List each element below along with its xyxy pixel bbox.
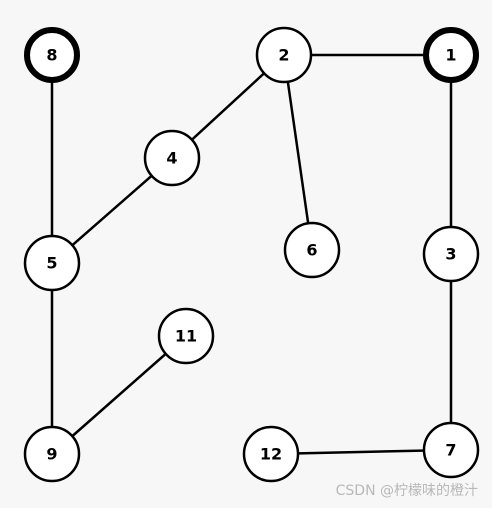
node-9: 9 <box>23 425 81 483</box>
node-circle-7 <box>422 421 480 479</box>
node-2: 2 <box>255 26 313 84</box>
node-label-9: 9 <box>46 445 57 464</box>
node-circle-5 <box>23 234 81 292</box>
node-circle-6 <box>283 221 341 279</box>
node-6: 6 <box>283 221 341 279</box>
node-label-7: 7 <box>445 441 456 460</box>
node-circle-12 <box>242 425 300 483</box>
node-label-8: 8 <box>46 46 57 65</box>
node-circle-3 <box>422 225 480 283</box>
node-label-12: 12 <box>260 445 282 464</box>
node-4: 4 <box>143 129 201 187</box>
watermark-text: CSDN @柠檬味的橙汁 <box>335 483 478 499</box>
node-12: 12 <box>242 425 300 483</box>
node-label-3: 3 <box>445 245 456 264</box>
node-label-1: 1 <box>445 46 456 65</box>
edge-7-12 <box>270 448 452 456</box>
node-1: 1 <box>423 27 479 83</box>
node-11: 11 <box>157 307 215 365</box>
node-circle-2 <box>255 26 313 84</box>
node-label-11: 11 <box>175 327 197 346</box>
node-circle-11 <box>157 307 215 365</box>
edges-layer <box>50 53 453 456</box>
node-3: 3 <box>422 225 480 283</box>
node-7: 7 <box>422 421 480 479</box>
node-label-4: 4 <box>166 149 177 168</box>
node-circle-9 <box>23 425 81 483</box>
node-8: 8 <box>24 27 80 83</box>
node-circle-8 <box>24 27 80 83</box>
edge-2-6 <box>282 54 314 251</box>
node-circle-1 <box>423 27 479 83</box>
node-label-5: 5 <box>46 254 57 273</box>
node-5: 5 <box>23 234 81 292</box>
node-label-6: 6 <box>306 241 317 260</box>
edge-9-11 <box>51 335 187 455</box>
node-label-2: 2 <box>278 46 289 65</box>
node-circle-4 <box>143 129 201 187</box>
